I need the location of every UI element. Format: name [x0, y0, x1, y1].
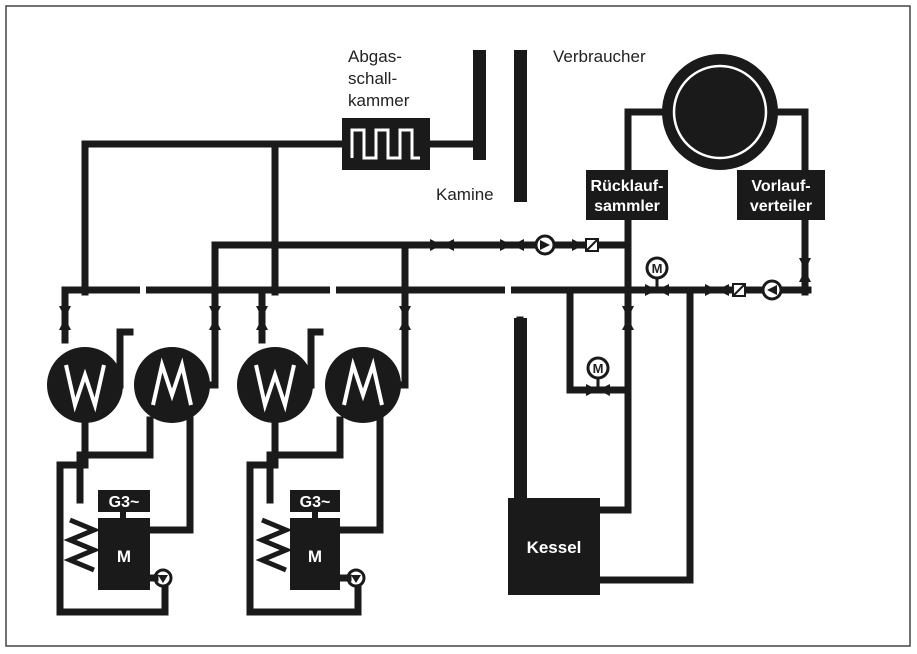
diagram-frame [5, 5, 911, 647]
valve-top-2 [500, 239, 524, 251]
ruecklauf-label-1: Rücklauf- [591, 178, 664, 195]
valve-top-1 [430, 239, 454, 251]
vorlauf-verteiler-box [737, 170, 825, 220]
generator-unit-1 [47, 288, 221, 616]
valve-vorlauf [799, 258, 811, 282]
kessel-label: Kessel [527, 538, 582, 557]
motor-1-label: M [117, 547, 131, 566]
motor-valve-main [645, 256, 669, 296]
verbraucher-label: Verbraucher [553, 47, 646, 66]
ruecklauf-label-2: sammler [594, 198, 660, 215]
kamine-label: Kamine [436, 185, 494, 204]
abgas-label-1: Abgas- [348, 47, 402, 66]
generator-unit-2 [237, 288, 411, 616]
motor-2-label: M [308, 547, 322, 566]
kessel-box [508, 498, 600, 595]
check-valve-main [705, 283, 746, 297]
consumer-heat-exchanger [662, 54, 778, 170]
motor-valve-lower-label: M [593, 361, 604, 376]
generator-1-label: G3~ [109, 494, 140, 511]
check-valve-top [572, 238, 599, 252]
exhaust-silencer [342, 118, 430, 170]
pump-top [534, 234, 556, 256]
motor-valve-lower [586, 356, 610, 396]
vorlauf-label-2: verteiler [750, 198, 812, 215]
motor-valve-main-label: M [652, 261, 663, 276]
ruecklauf-sammler-box [586, 170, 668, 220]
abgas-label-2: schall- [348, 69, 397, 88]
chimney-right [514, 50, 527, 202]
vorlauf-label-1: Vorlauf- [751, 178, 810, 195]
pump-main [761, 279, 783, 301]
generator-2-label: G3~ [300, 494, 331, 511]
abgas-label-3: kammer [348, 91, 410, 110]
chimney-left [473, 50, 486, 160]
valve-ruecklauf [622, 306, 634, 330]
